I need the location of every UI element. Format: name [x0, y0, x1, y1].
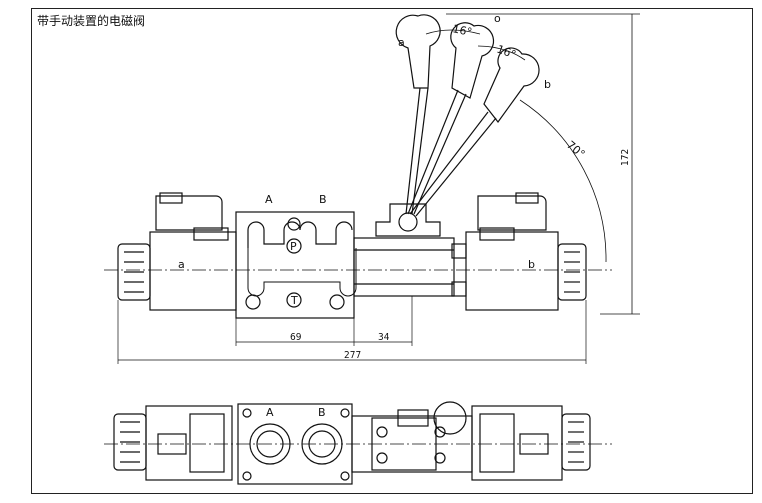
right-manual-knob: [557, 243, 587, 301]
angle-arc-70: [519, 99, 607, 263]
label-port-t: T: [290, 294, 298, 307]
label-angle-1: 16°: [451, 22, 473, 39]
label-lever-a: a: [398, 36, 405, 49]
label-bottom-a: A: [266, 406, 274, 419]
angle-arc-1: [425, 29, 481, 35]
label-dim-34: 34: [378, 332, 390, 343]
bottom-lever-knob: [433, 401, 467, 435]
lever-pivot: [398, 212, 418, 232]
label-port-b: B: [319, 193, 327, 206]
label-dim-69: 69: [290, 332, 302, 343]
label-lever-b: b: [544, 78, 551, 91]
label-dim-172: 172: [620, 149, 631, 166]
left-manual-knob: [117, 243, 151, 301]
right-coil-connector: [477, 195, 547, 231]
label-angle-70: 70°: [564, 138, 587, 160]
label-lever-o: o: [494, 12, 501, 25]
left-coil-connector: [155, 195, 223, 231]
bottom-right-knob: [561, 413, 591, 471]
label-port-p: P: [290, 240, 297, 253]
left-solenoid-body: [149, 231, 237, 311]
label-angle-2: 16°: [495, 43, 518, 62]
label-port-a: A: [265, 193, 273, 206]
angle-arc-2: [477, 45, 526, 61]
lever-position-o: [450, 22, 495, 99]
label-bottom-b: B: [318, 406, 326, 419]
label-side-a: a: [178, 258, 185, 271]
bottom-left-knob: [113, 413, 147, 471]
label-side-b: b: [528, 258, 535, 271]
drawing-frame: [31, 8, 753, 494]
label-dim-277: 277: [344, 350, 361, 361]
right-solenoid-body: [465, 231, 559, 311]
lever-position-a: [395, 14, 441, 89]
lever-position-b: [483, 47, 540, 124]
drawing-caption: 带手动装置的电磁阀: [37, 14, 146, 28]
bottom-left-solenoid: [145, 405, 233, 481]
